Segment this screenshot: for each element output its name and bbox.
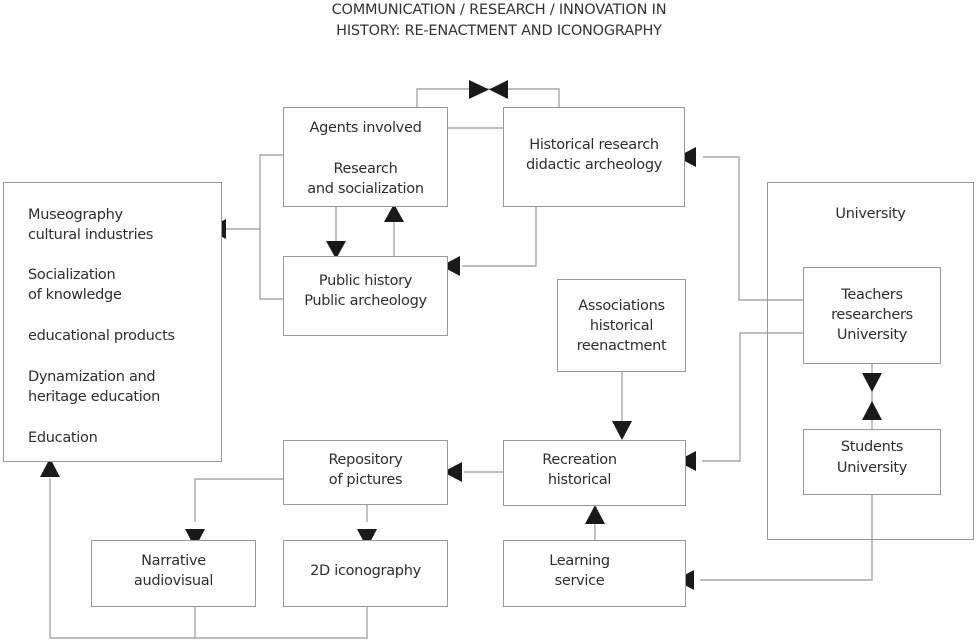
node-repository: Repository of pictures [283, 440, 448, 505]
students-line-2: University [836, 460, 908, 476]
connector-students-to-learning [700, 494, 873, 581]
output-socialization: Socialization [28, 267, 116, 283]
node-agents-involved: Agents involved Research and socializati… [283, 107, 448, 207]
public-line-2: Public archeology [304, 293, 427, 309]
associations-line-1: Associations [578, 298, 665, 314]
arrow-to-repository [443, 462, 462, 482]
node-2d-iconography: 2D iconography [283, 540, 448, 607]
arrow-up-to-agents [384, 204, 404, 222]
node-students: Students University [803, 429, 941, 495]
arrow-down-to-recreation [612, 421, 632, 440]
agents-line-1: Agents involved [309, 120, 422, 136]
students-line-1: Students [840, 439, 904, 455]
node-narrative-audiovisual: Narrative audiovisual [91, 540, 256, 607]
arrow-down-to-iconography [357, 529, 377, 548]
connector-agents-historical-top [416, 88, 560, 107]
teachers-line-3: University [836, 327, 908, 343]
arrow-left-bowtie [489, 80, 508, 99]
historical-line-1: Historical research [529, 137, 659, 153]
arrow-to-recreation-from-teachers [677, 451, 696, 471]
arrow-down-to-students [862, 373, 882, 392]
diagram-title: COMMUNICATION / RESEARCH / INNOVATION IN… [0, 0, 976, 42]
output-of-knowledge: of knowledge [28, 287, 122, 303]
output-dynamization: Dynamization and [28, 369, 156, 385]
node-outputs: Museography cultural industries Socializ… [3, 182, 222, 462]
teachers-line-1: Teachers [841, 287, 903, 303]
arrow-down-to-narrative [185, 529, 205, 548]
connector-teachers-to-historical [703, 156, 803, 301]
teachers-line-2: researchers [831, 307, 913, 323]
arrow-up-to-recreation [585, 505, 605, 524]
agents-line-2: Research [333, 161, 398, 177]
iconography-line-1: 2D iconography [310, 563, 421, 579]
node-associations: Associations historical reenactment [557, 279, 686, 372]
associations-line-3: reenactment [576, 338, 667, 354]
output-education: Education [28, 430, 98, 446]
arrow-up-to-education [40, 458, 60, 477]
arrow-right-bowtie [469, 80, 489, 99]
connector-bottom-loop [49, 478, 196, 639]
recreation-line-1: Recreation [542, 452, 617, 468]
associations-line-2: historical [589, 318, 654, 334]
output-heritage-education: heritage education [28, 389, 160, 405]
connector-repository-to-narrative [194, 478, 283, 522]
node-recreation: Recreation historical [503, 440, 686, 506]
public-line-1: Public history [318, 273, 413, 289]
connector-iconography-bottom [195, 606, 368, 639]
agents-line-3: and socialization [307, 181, 424, 197]
repository-line-1: Repository [328, 452, 403, 468]
repository-line-2: of pictures [328, 472, 403, 488]
node-historical-research: Historical research didactic archeology [503, 107, 685, 207]
node-learning-service: Learning service [503, 540, 686, 607]
arrow-down-to-public [326, 241, 346, 259]
narrative-line-2: audiovisual [133, 573, 214, 589]
learning-line-2: service [554, 573, 605, 589]
arrow-to-public-from-historical [441, 256, 460, 276]
node-university: University [767, 182, 974, 540]
output-museography: Museography [28, 207, 123, 223]
node-teachers: Teachers researchers University [803, 267, 941, 364]
arrow-to-historical [677, 147, 696, 167]
connector-agents-to-outputs [259, 154, 283, 300]
output-educational-products: educational products [28, 328, 175, 344]
output-cultural-industries: cultural industries [28, 227, 154, 243]
connector-teachers-to-recreation [702, 332, 803, 462]
arrow-up-to-teachers [862, 401, 882, 420]
historical-line-2: didactic archeology [525, 157, 663, 173]
title-line-1: COMMUNICATION / RESEARCH / INNOVATION IN [331, 2, 667, 18]
recreation-line-2: historical [547, 472, 612, 488]
learning-line-1: Learning [549, 553, 610, 569]
narrative-line-1: Narrative [141, 553, 206, 569]
node-public-history: Public history Public archeology [283, 256, 448, 336]
university-label: University [835, 206, 906, 222]
connector-historical-to-public [462, 206, 537, 267]
title-line-2: HISTORY: RE-ENACTMENT AND ICONOGRAPHY [336, 23, 662, 39]
